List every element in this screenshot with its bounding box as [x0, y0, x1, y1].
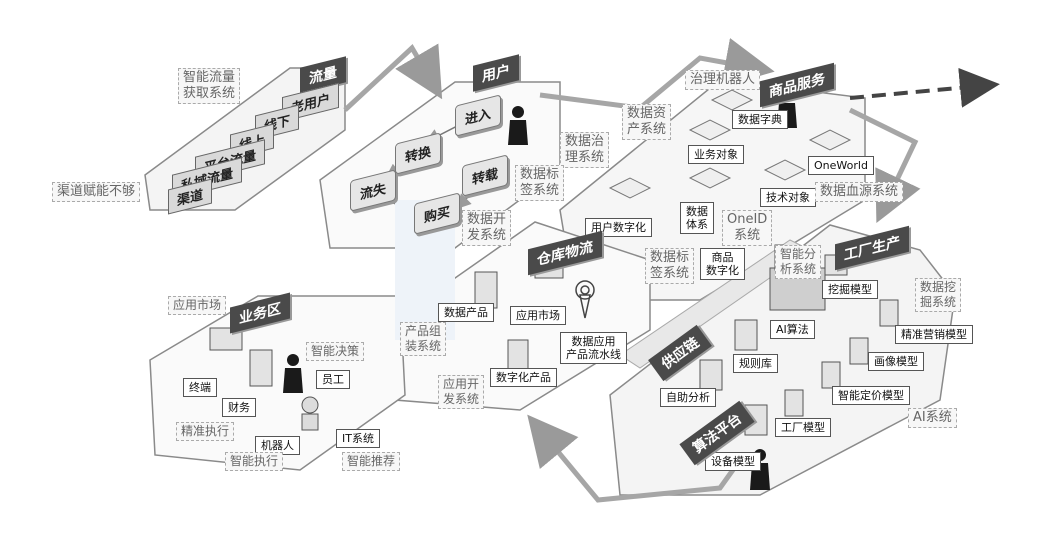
goods-box-data-system: 数据 体系 [680, 202, 714, 234]
app-market-tag: 应用市场 [168, 296, 227, 315]
factory-box-precision: 精准营销模型 [895, 325, 973, 344]
factory-box-rules: 规则库 [733, 354, 778, 373]
governance-robot-tag: 治理机器人 [685, 70, 761, 90]
smart-analysis-tag: 智能分 析系统 [775, 245, 822, 279]
goods-box-oneworld: OneWorld [808, 156, 874, 175]
goods-box-tech-obj: 技术对象 [760, 188, 816, 207]
precise-exec-tag: 精准执行 [176, 422, 235, 441]
smart-decision-tag: 智能决策 [306, 342, 365, 361]
data-mining-tag: 数据挖 掘系统 [915, 278, 962, 312]
product-assembly-tag: 产品组 装系统 [400, 322, 447, 356]
data-lineage-tag: 数据血源系统 [815, 182, 904, 202]
antenna-icon [575, 280, 595, 319]
oneid-tag: OneID 系统 [722, 210, 773, 246]
data-dev-tag: 数据开 发系统 [462, 210, 512, 246]
factory-box-pricing: 智能定价模型 [832, 386, 910, 405]
business-box-terminal: 终端 [183, 378, 217, 397]
data-asset-tag: 数据资 产系统 [622, 104, 672, 140]
arrow-user-to-goods [539, 38, 775, 111]
ai-system-tag: AI系统 [908, 408, 957, 428]
factory-box-self: 自助分析 [660, 388, 716, 407]
factory-box-portrait: 画像模型 [868, 352, 924, 371]
factory-box-factory-model: 工厂模型 [775, 418, 831, 437]
goods-box-dict: 数据字典 [732, 110, 788, 129]
app-dev-tag: 应用开 发系统 [438, 375, 485, 409]
warehouse-box-digital-product: 数字化产品 [490, 368, 557, 387]
traffic-acquire-system-tag: 智能流量 获取系统 [178, 68, 241, 104]
robot-icon [301, 396, 319, 431]
business-box-staff: 员工 [316, 370, 350, 389]
business-box-it: IT系统 [336, 429, 380, 448]
arrow-factory-to-business [527, 414, 743, 503]
warehouse-box-pipeline: 数据应用 产品流水线 [560, 332, 627, 364]
factory-box-mining: 挖掘模型 [822, 280, 878, 299]
arrow-traffic-to-user [343, 43, 443, 112]
smart-recommend-tag: 智能推荐 [342, 452, 401, 471]
goods-box-goods-digital: 商品 数字化 [700, 248, 745, 280]
factory-box-ai: AI算法 [770, 320, 815, 339]
channel-weak-tag: 渠道赋能不够 [52, 182, 141, 202]
data-label-tag-2: 数据标 签系统 [645, 248, 695, 284]
factory-box-device: 设备模型 [705, 452, 761, 471]
smart-exec-tag: 智能执行 [225, 452, 284, 471]
business-box-finance: 财务 [222, 398, 256, 417]
data-label-tag: 数据标 签系统 [515, 165, 565, 201]
data-cube-icons [608, 89, 852, 199]
warehouse-box-market: 应用市场 [510, 306, 566, 325]
goods-box-biz-obj: 业务对象 [688, 145, 744, 164]
arrow-output-dashed [849, 67, 1000, 108]
warehouse-box-data-product: 数据产品 [438, 303, 494, 322]
data-governance-tag: 数据治 理系统 [560, 132, 610, 168]
